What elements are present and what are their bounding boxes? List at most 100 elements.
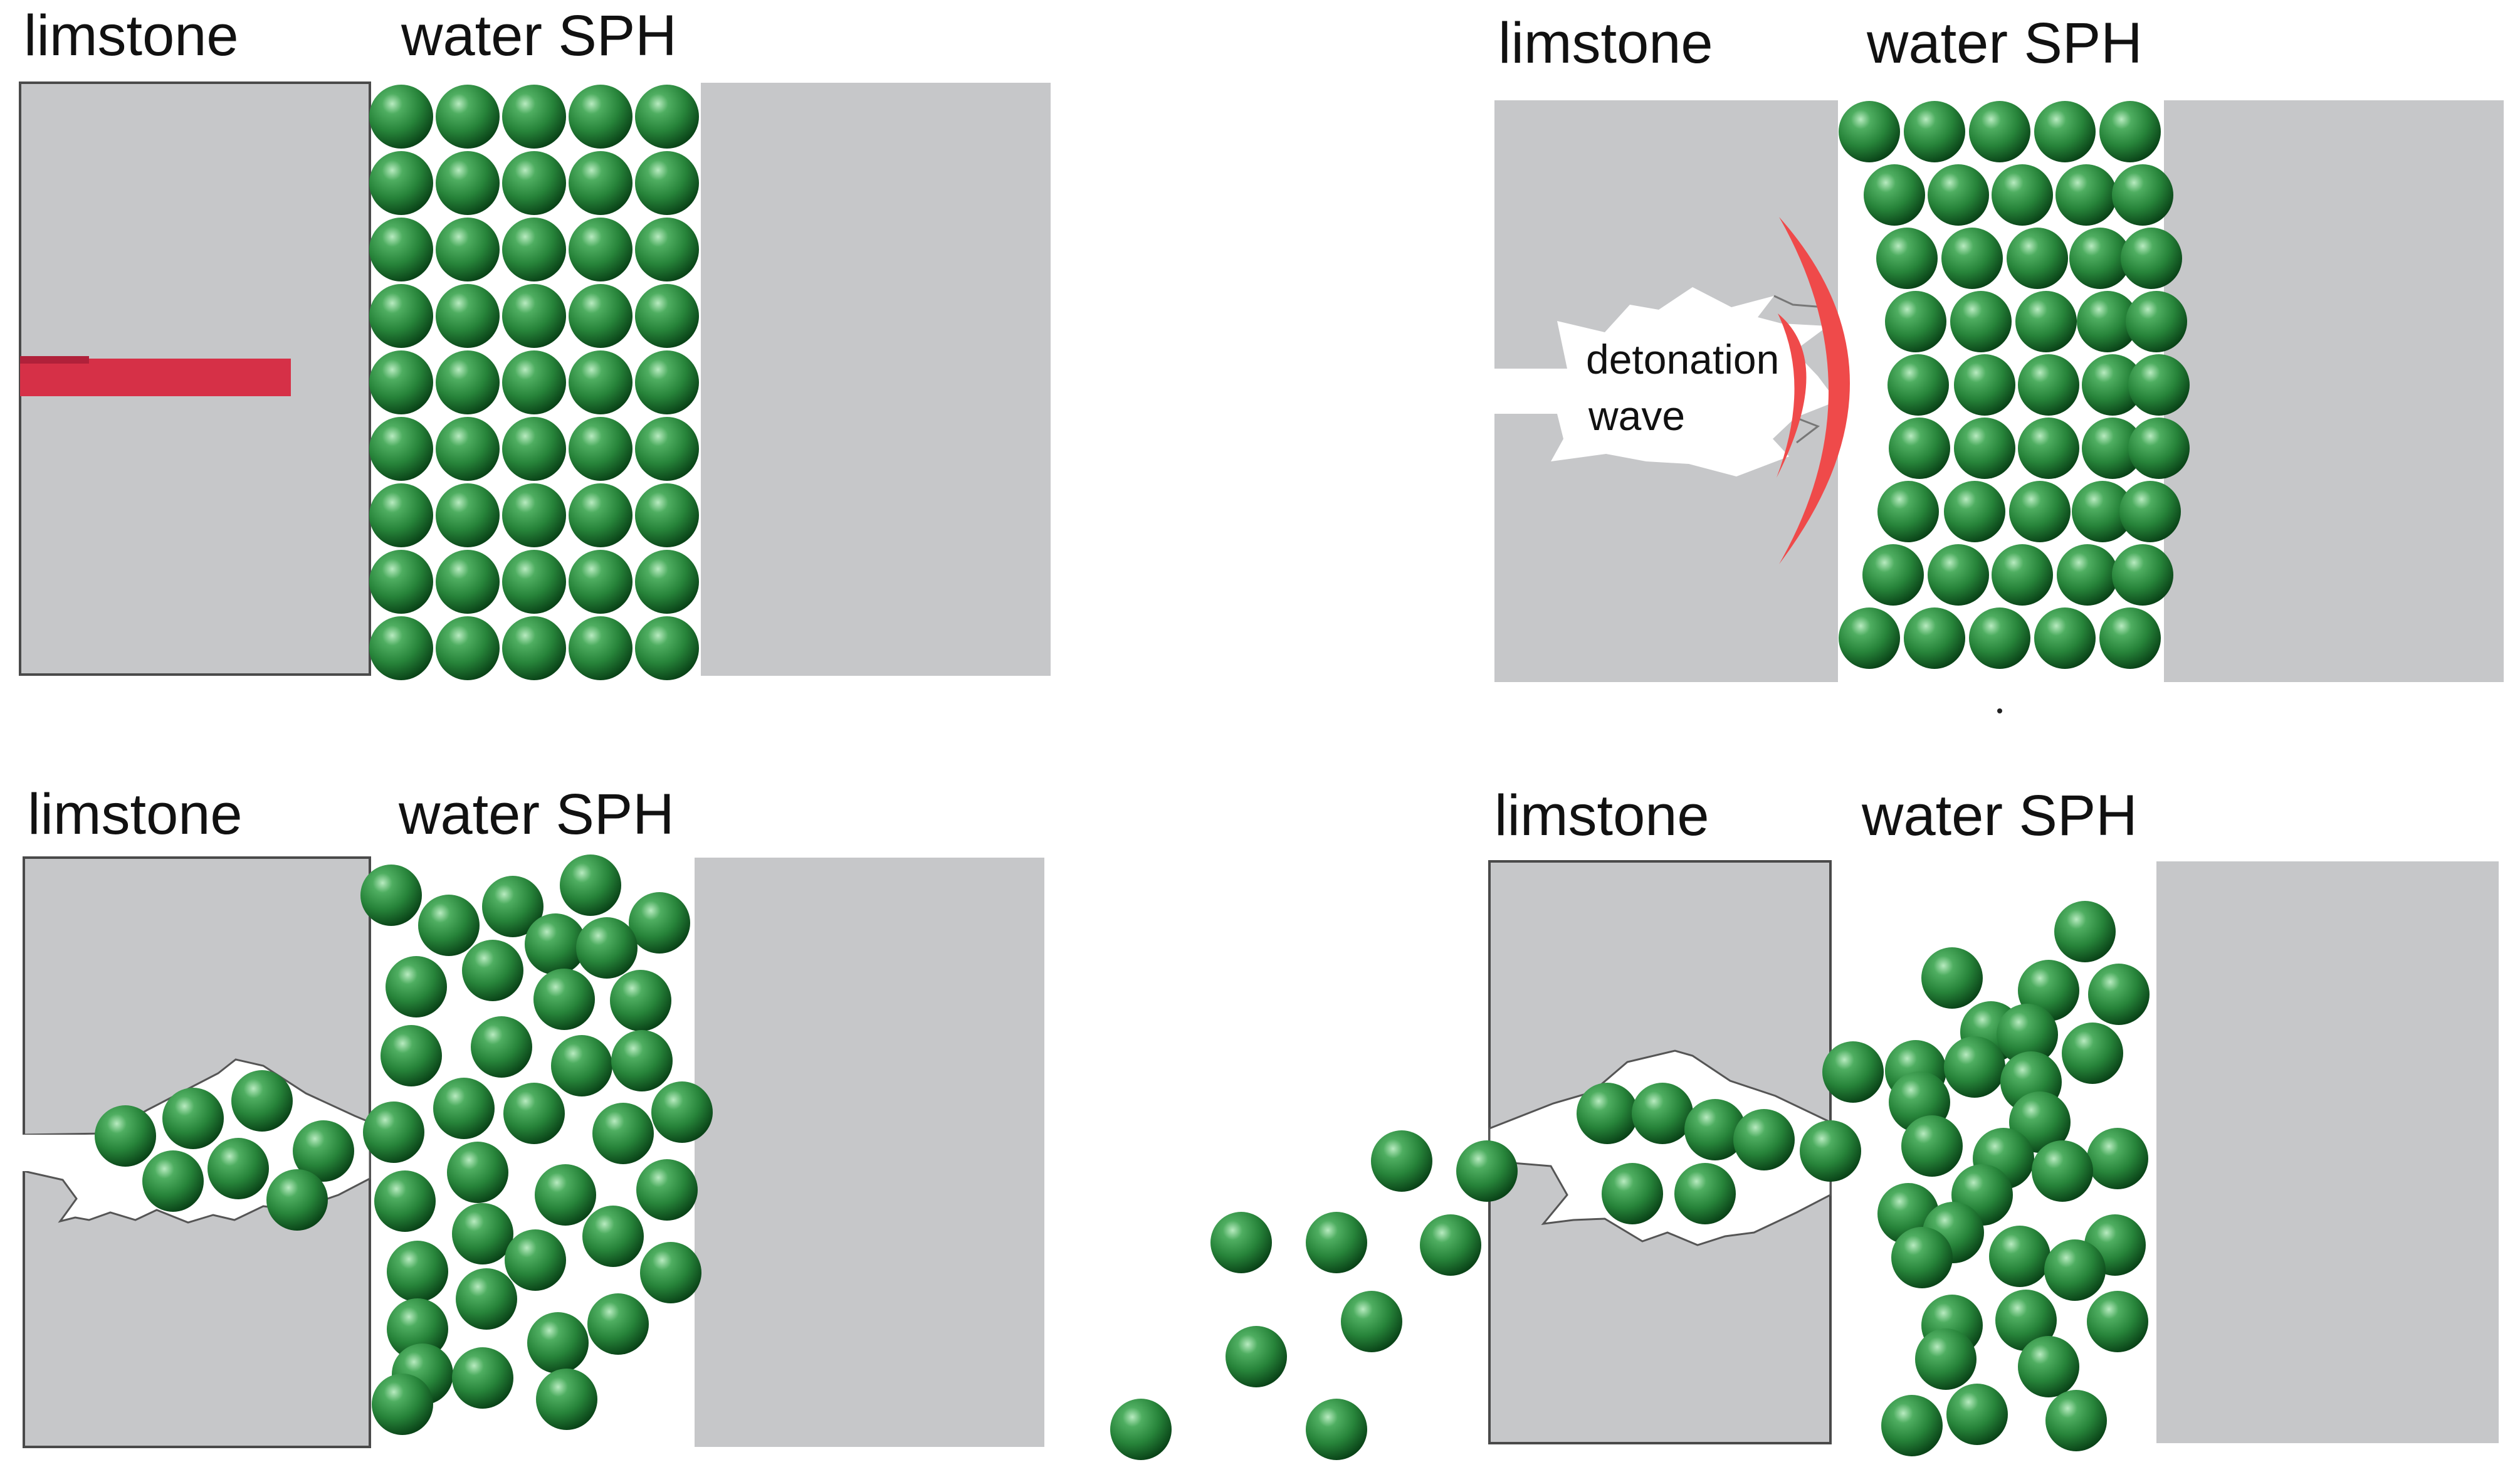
water-particle: [1995, 1290, 2057, 1351]
water-particle: [381, 1025, 442, 1086]
water-particle: [502, 151, 566, 215]
water-particle: [369, 218, 433, 281]
water-particle: [1969, 101, 2030, 162]
water-particle: [505, 1229, 566, 1291]
panel-detonation: limstone water SPH detonation wave: [1494, 11, 2504, 713]
water-particle: [436, 218, 500, 281]
water-particle: [535, 1164, 596, 1226]
water-particle: [1420, 1214, 1481, 1276]
water-particle: [369, 616, 433, 680]
water-particle: [629, 892, 690, 954]
annotation-detonation: detonation: [1586, 336, 1779, 382]
water-particle: [387, 1241, 448, 1302]
water-particle: [2128, 354, 2190, 416]
right-rock-block: [701, 83, 1051, 676]
water-particle: [527, 1312, 589, 1374]
water-particle: [569, 284, 633, 348]
water-particle: [2009, 481, 2071, 542]
water-particle: [2087, 1291, 2148, 1352]
water-particle: [1306, 1399, 1367, 1460]
water-particle: [436, 483, 500, 547]
water-particle: [560, 854, 621, 916]
water-particle: [1839, 101, 1900, 162]
water-particle: [95, 1105, 156, 1167]
water-particles-dispersing: [95, 854, 713, 1435]
water-particle: [569, 483, 633, 547]
water-particle: [462, 940, 523, 1001]
water-particle: [436, 417, 500, 481]
water-particle: [363, 1101, 424, 1163]
water-particle: [1928, 544, 1989, 606]
water-particle: [452, 1203, 513, 1264]
water-particle: [576, 917, 638, 979]
water-particle: [2034, 607, 2096, 669]
water-particle: [2112, 544, 2173, 606]
water-particle: [369, 483, 433, 547]
water-particle: [433, 1078, 495, 1139]
water-particle: [1887, 354, 1949, 416]
water-particle: [1941, 228, 2003, 289]
water-particle: [2034, 101, 2096, 162]
water-particle: [436, 284, 500, 348]
water-particle: [1954, 418, 2015, 479]
water-particle: [635, 616, 699, 680]
water-particle: [2032, 1140, 2093, 1202]
water-particle: [533, 969, 595, 1030]
water-particle: [502, 218, 566, 281]
water-particle: [1889, 418, 1950, 479]
water-particle: [2087, 1128, 2148, 1189]
water-particle: [635, 417, 699, 481]
water-particle: [369, 417, 433, 481]
water-particle: [142, 1150, 204, 1212]
water-particle: [502, 350, 566, 414]
water-particle: [1110, 1399, 1172, 1460]
water-particle: [1989, 1226, 2050, 1287]
right-rock-block: [2164, 100, 2504, 682]
annotation-wave: wave: [1588, 392, 1685, 439]
water-particle: [482, 876, 543, 937]
water-particle: [651, 1081, 713, 1143]
water-particle: [1226, 1326, 1287, 1387]
water-particle: [2126, 291, 2187, 352]
water-particle: [1306, 1212, 1367, 1273]
water-particle: [2121, 228, 2182, 289]
water-particle: [231, 1070, 293, 1132]
detonation-wave-outer: [1779, 217, 1850, 564]
water-particle: [1733, 1109, 1795, 1170]
water-particle: [1822, 1041, 1884, 1103]
water-particle: [587, 1293, 649, 1355]
water-particle: [2119, 481, 2181, 542]
water-particle: [502, 550, 566, 614]
water-particle: [502, 616, 566, 680]
water-particle: [525, 913, 586, 975]
water-particle: [569, 417, 633, 481]
water-particle: [1969, 607, 2030, 669]
water-particle: [1632, 1083, 1693, 1144]
water-particle: [636, 1159, 698, 1221]
water-particle: [1577, 1083, 1638, 1144]
water-particle: [2007, 228, 2068, 289]
water-particle: [611, 1030, 673, 1091]
water-particle: [162, 1088, 224, 1149]
water-particle: [635, 350, 699, 414]
water-particle: [2077, 291, 2138, 352]
limestone-label: limstone: [28, 782, 243, 846]
water-particle: [2015, 291, 2077, 352]
water-particle: [386, 956, 447, 1017]
water-particle: [447, 1142, 508, 1203]
water-particle: [1371, 1130, 1432, 1192]
water-particle-grid-compressed: [1839, 101, 2190, 669]
water-particle: [635, 483, 699, 547]
water-particle: [1456, 1140, 1518, 1202]
water-particle: [2018, 354, 2079, 416]
water-particle: [2055, 164, 2117, 226]
water-particle: [569, 550, 633, 614]
water-particle: [369, 350, 433, 414]
water-particle: [1210, 1212, 1272, 1273]
limestone-label: limstone: [24, 4, 239, 68]
water-particle: [1901, 1115, 1963, 1177]
water-particle: [1341, 1291, 1402, 1352]
water-particle: [1885, 291, 1946, 352]
water-particle: [266, 1169, 328, 1231]
